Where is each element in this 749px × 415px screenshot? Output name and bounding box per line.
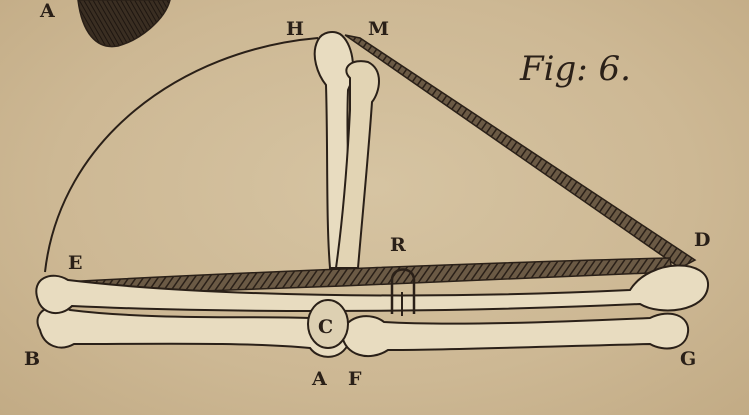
label-a: A — [312, 370, 327, 389]
label-b: B — [24, 350, 40, 369]
label-g: G — [680, 350, 696, 369]
label-f: F — [348, 370, 362, 389]
label-m: M — [368, 20, 389, 39]
figure-caption: Fig: 6. — [520, 52, 631, 86]
arc-string — [45, 38, 318, 272]
label-e: E — [68, 254, 82, 273]
lower-bone-fg — [342, 314, 688, 356]
lower-bone-ba — [37, 306, 350, 357]
label-c: C — [318, 318, 333, 337]
label-r: R — [390, 236, 406, 255]
label-a-top: A — [40, 2, 55, 21]
bone-fragment-corner — [78, 0, 170, 47]
label-h: H — [286, 20, 304, 39]
label-d: D — [694, 231, 710, 250]
